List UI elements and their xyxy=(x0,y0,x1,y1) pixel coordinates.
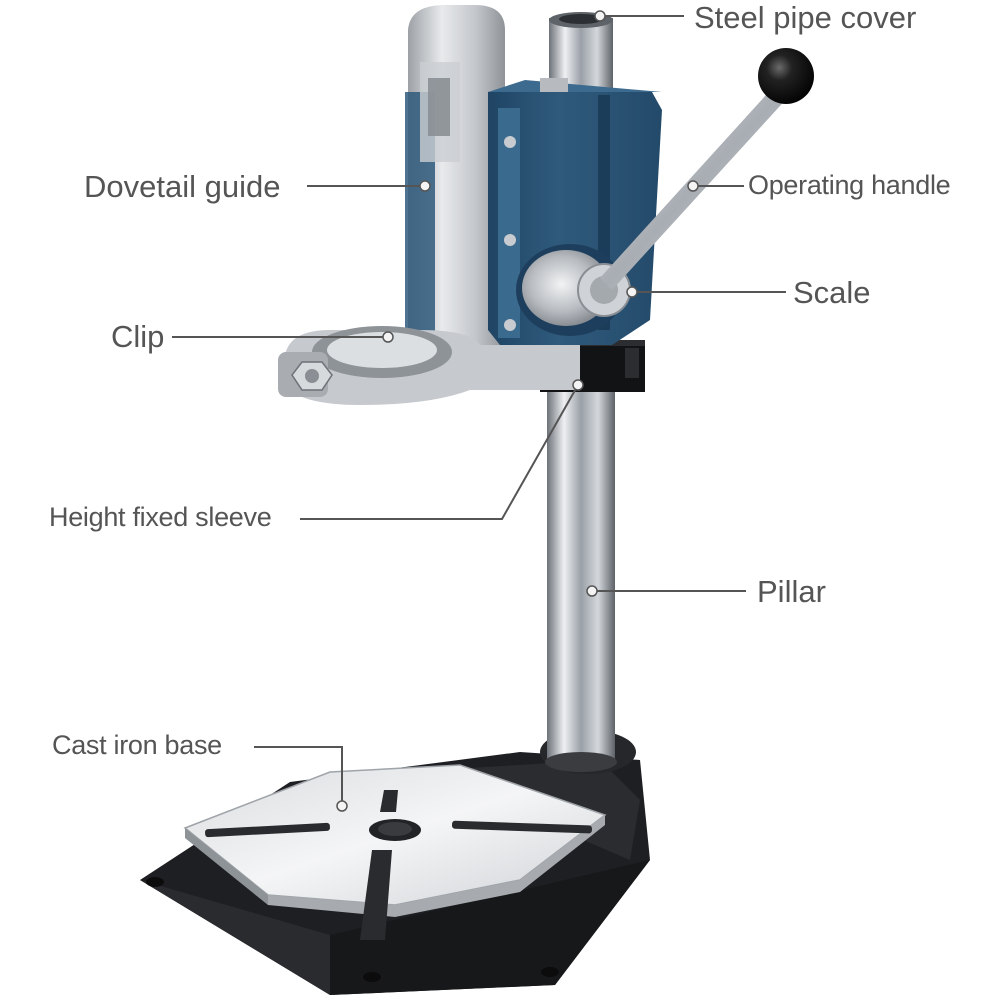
leader-dots xyxy=(336,10,699,812)
pillar-shape xyxy=(545,12,617,772)
label-scale: Scale xyxy=(793,275,871,310)
label-clip: Clip xyxy=(111,319,165,354)
label-dovetail-guide: Dovetail guide xyxy=(84,169,281,204)
label-steel-pipe-cover: Steel pipe cover xyxy=(694,0,917,35)
label-cast-iron-base: Cast iron base xyxy=(52,730,222,760)
leader-lines xyxy=(172,15,786,806)
worktable-shape xyxy=(183,764,607,940)
label-height-fixed-sleeve: Height fixed sleeve xyxy=(49,502,272,532)
clip-shape xyxy=(278,326,580,405)
leader-height-fixed-sleeve xyxy=(300,384,579,520)
dovetail-guide-shape xyxy=(405,5,505,350)
leader-cast-iron-base xyxy=(254,746,343,806)
label-pillar: Pillar xyxy=(757,574,826,609)
label-operating-handle: Operating handle xyxy=(748,170,951,200)
